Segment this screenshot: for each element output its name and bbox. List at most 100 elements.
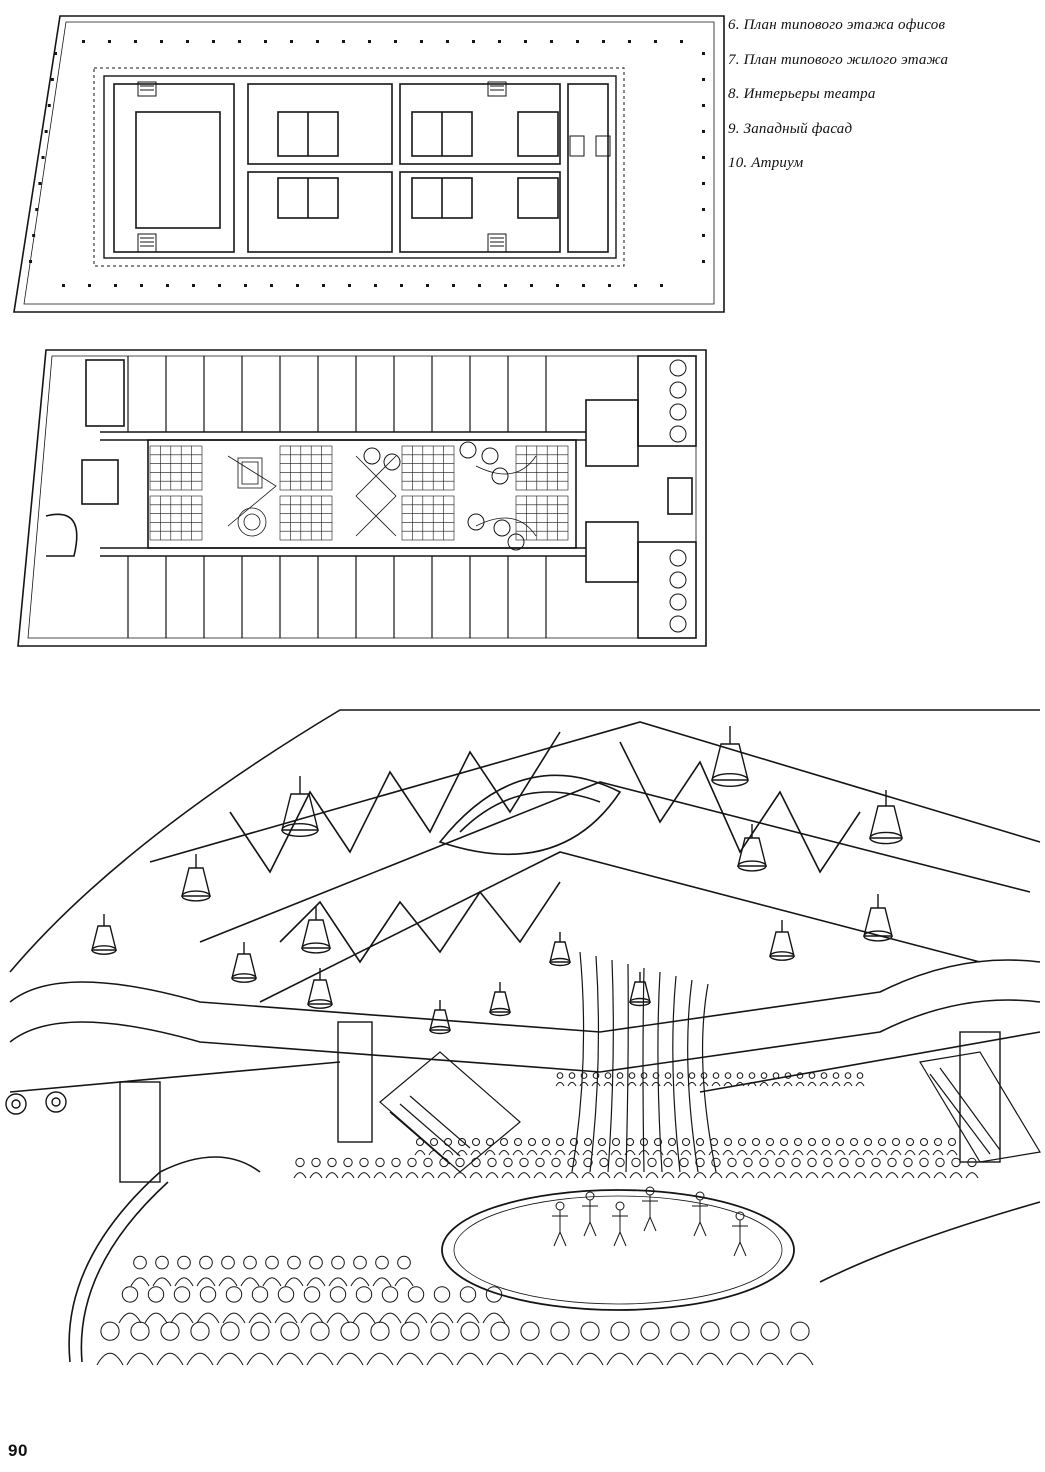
audience-body [300,1312,324,1324]
audience-body [126,1352,154,1366]
performer-body [612,1210,628,1247]
audience-head [724,1138,732,1146]
office-floor-plan-drawing [13,15,725,313]
audience-body [917,1172,931,1179]
audience-head [598,1138,606,1146]
audience-head [250,1321,270,1341]
office-column [186,40,189,43]
audience-body [218,1277,238,1287]
audience-body [786,1352,814,1366]
office-column [264,40,267,43]
office-column [702,156,705,159]
office-column [524,40,527,43]
audience-head [760,1321,780,1341]
skylight-grid [515,445,569,491]
theatre-stage [441,1189,795,1311]
audience-head [580,1321,600,1341]
audience-body [378,1312,402,1324]
audience-body [426,1352,454,1366]
audience-head [490,1321,510,1341]
audience-body [757,1172,771,1179]
lamp-rim [629,997,651,1007]
office-column [316,40,319,43]
audience-head [695,1157,705,1168]
audience-head [796,1072,804,1079]
theatre-audience-figures [96,1072,979,1366]
office-column [368,40,371,43]
audience-body [96,1352,124,1366]
caption-7: 7. План типового жилого этажа [728,51,949,68]
audience-head [784,1072,792,1079]
caption-6: 6. План типового этажа офисов [728,17,946,33]
audience-head [652,1072,660,1079]
audience-head [199,1286,217,1303]
audience-head [711,1157,721,1168]
audience-head [430,1138,438,1146]
audience-head [738,1138,746,1146]
office-column [702,182,705,185]
office-column [576,40,579,43]
audience-head [520,1321,540,1341]
audience-head [340,1321,360,1341]
audience-head [832,1072,840,1079]
audience-body [372,1277,392,1287]
audience-head [220,1321,240,1341]
audience-head [631,1157,641,1168]
lamp-rim [231,973,257,983]
audience-body [901,1172,915,1179]
audience-body [708,1150,720,1156]
performer-head [585,1191,595,1201]
office-column [41,156,45,159]
audience-head [790,1321,810,1341]
office-column [348,284,351,287]
aerial-ribbon [625,963,629,1173]
audience-body [805,1172,819,1179]
audience-body [336,1352,364,1366]
office-core-boundary [93,67,625,267]
office-column [478,284,481,287]
audience-body [675,1081,685,1087]
residential-garden-paths [227,455,537,537]
aerial-ribbon [672,975,681,1173]
office-column [608,284,611,287]
tree [669,403,687,421]
audience-body [325,1172,339,1179]
tree [363,447,381,465]
audience-body [442,1150,454,1156]
audience-body [663,1081,673,1087]
audience-head [133,1255,147,1270]
audience-head [327,1157,337,1168]
audience-body [274,1312,298,1324]
audience-body [428,1150,440,1156]
audience-head [265,1255,279,1270]
office-column [290,40,293,43]
audience-head [459,1286,477,1303]
audience-head [727,1157,737,1168]
audience-body [246,1352,274,1366]
audience-body [651,1081,661,1087]
audience-body [591,1081,601,1087]
lamp-rim [869,831,903,845]
audience-head [760,1072,768,1079]
pendant-lamp [711,743,749,781]
theatre-interior-drawing [5,709,1041,1366]
audience-head [808,1072,816,1079]
audience-body [783,1081,793,1087]
audience-head [550,1321,570,1341]
audience-body [284,1277,304,1287]
office-column [50,78,54,81]
audience-body [533,1172,547,1179]
office-column [296,284,299,287]
audience-body [484,1150,496,1156]
audience-body [352,1312,376,1324]
audience-head [730,1321,750,1341]
audience-body [747,1081,757,1087]
lamp-rim [301,942,331,954]
performer-head [615,1201,625,1211]
audience-head [836,1138,844,1146]
skylight-grid [149,495,203,541]
aerial-ribbon [687,979,699,1173]
office-column [342,40,345,43]
caption-9: 9. Западный фасад [728,120,853,137]
lamp-rim [281,822,319,837]
